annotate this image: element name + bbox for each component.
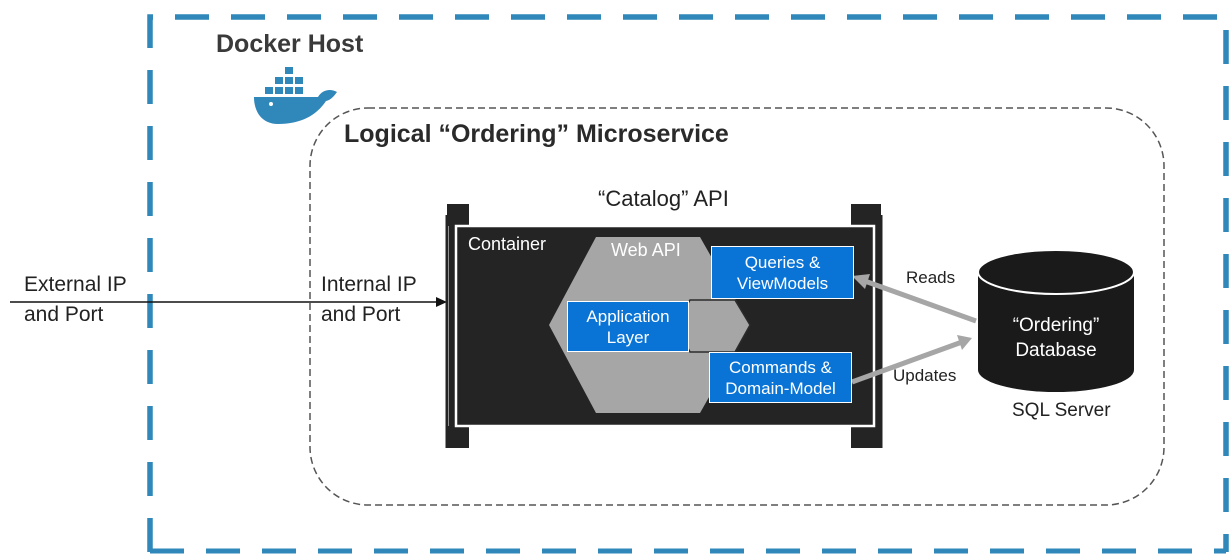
internal-ip-line1: Internal IP (321, 273, 417, 296)
internal-ip-label: Internal IP and Port (321, 270, 417, 330)
database-line2: Database (1015, 340, 1097, 361)
database-label: “Ordering” Database (978, 313, 1134, 363)
docker-host-border (147, 14, 1229, 552)
reads-label: Reads (906, 268, 956, 287)
reads-arrow-head (852, 274, 870, 289)
queries-line2: ViewModels (736, 273, 829, 293)
container-brackets (447, 204, 881, 448)
api-title: “Catalog” API (598, 186, 729, 211)
external-ip-label: External IP and Port (24, 270, 127, 330)
queries-line1: Queries & (744, 252, 821, 272)
updates-arrow-head (957, 335, 972, 350)
application-layer-box: Application Layer (567, 301, 689, 352)
docker-whale-icon (254, 67, 337, 124)
microservice-title: Logical “Ordering” Microservice (344, 120, 729, 148)
external-arrow-head (436, 297, 447, 307)
container-label: Container (468, 234, 547, 254)
commands-domain-model-box: Commands & Domain-Model (709, 352, 852, 403)
sql-server-label: SQL Server (1012, 400, 1111, 421)
application-line1: Application (586, 306, 670, 326)
commands-line2: Domain-Model (725, 378, 836, 398)
application-line2: Layer (606, 327, 650, 347)
commands-line1: Commands & (729, 357, 832, 377)
database-cylinder (977, 249, 1135, 392)
external-ip-line1: External IP (24, 273, 127, 296)
updates-label: Updates (893, 366, 957, 385)
external-ip-line2: and Port (24, 303, 104, 326)
reads-arrow-line (861, 277, 977, 324)
database-line1: “Ordering” (1012, 315, 1100, 336)
docker-host-title: Docker Host (216, 30, 364, 58)
container-inner-frame (454, 224, 876, 428)
internal-ip-line2: and Port (321, 303, 401, 326)
microservice-boundary (309, 107, 1165, 506)
updates-arrow-line (851, 339, 963, 385)
web-api-label: Web API (611, 240, 681, 260)
queries-viewmodels-box: Queries & ViewModels (711, 246, 854, 299)
